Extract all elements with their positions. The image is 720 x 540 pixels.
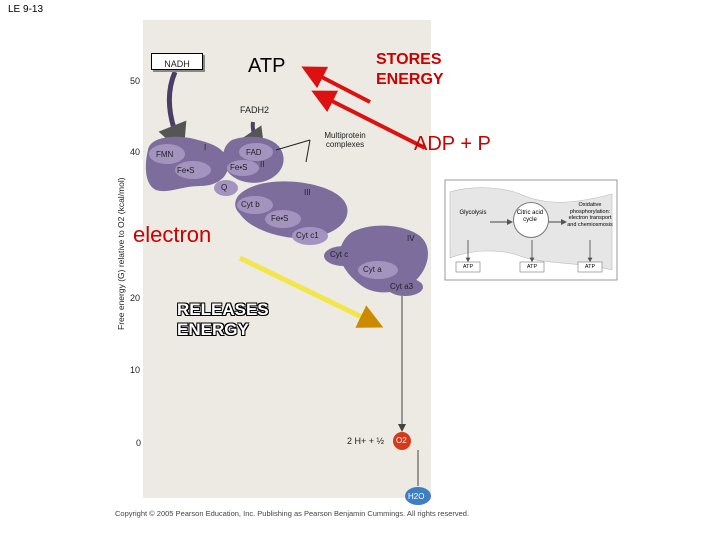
electron-annotation: electron: [133, 222, 212, 247]
complex-2-label: II: [260, 160, 265, 169]
overview-atp-2: ATP: [526, 264, 538, 270]
water-label: H2O: [408, 492, 425, 501]
atp-annotation: ATP: [248, 55, 286, 77]
nadh-box: NADH: [151, 53, 203, 70]
cyt-a3-blob: [387, 278, 423, 296]
fes-2-label: Fe•S: [230, 163, 248, 172]
fmn-label: FMN: [156, 150, 174, 159]
q-label: Q: [221, 183, 228, 192]
overview-atp-3: ATP: [584, 264, 596, 270]
complex-1-label: I: [204, 143, 207, 152]
cyt-a-label: Cyt a: [363, 265, 382, 274]
o2-label: O2: [396, 436, 407, 445]
overview-atp-box-1: [455, 261, 481, 273]
copyright-notice: Copyright © 2005 Pearson Education, Inc.…: [115, 509, 470, 518]
releases-energy-arrow: [238, 255, 384, 328]
cyt-a-blob: [358, 261, 398, 279]
fes-3-label: Fe•S: [271, 214, 289, 223]
fad-label: FAD: [246, 148, 262, 157]
fes-2-blob: [227, 160, 259, 176]
cyt-b-blob: [237, 196, 273, 214]
overview-citric-circle: [513, 202, 549, 238]
y-tick-40: 40: [130, 147, 141, 157]
overview-oxidative: Oxidative phosphorylation: electron tran…: [567, 202, 613, 228]
multiprotein-bracket: [275, 139, 311, 163]
cyt-c1-label: Cyt c1: [296, 231, 319, 240]
overview-atp-box-3: [577, 261, 603, 273]
cyt-c1-blob: [292, 227, 328, 245]
oxygen-equation: 2 H+ + ½: [347, 436, 385, 446]
y-tick-0: 0: [136, 438, 142, 448]
q-blob: [214, 180, 238, 196]
releases-energy-annotation: RELEASES ENERGY: [177, 300, 269, 339]
cyt-c-label: Cyt c: [330, 250, 349, 259]
nadh-label: NADH: [164, 59, 190, 69]
o2-circle: [393, 432, 411, 450]
water-circle: [405, 487, 431, 505]
multiprotein-label: Multiprotein complexes: [324, 131, 366, 149]
cyt-a3-label: Cyt a3: [390, 282, 414, 291]
fad-blob: [239, 143, 273, 161]
overview-citric-acid: Citric acid cycle: [516, 210, 544, 223]
energy-drop-head: [398, 424, 406, 432]
overview-atp-box-2: [519, 261, 545, 273]
fmn-blob: [149, 144, 185, 164]
adp-arrow: [311, 90, 426, 150]
fadh2-label: FADH2: [240, 105, 270, 115]
y-tick-20: 20: [130, 293, 141, 303]
stores-energy-annotation: STORES ENERGY: [376, 51, 444, 88]
complex-4-shape: [339, 225, 428, 293]
y-tick-10: 10: [130, 365, 141, 375]
adp-p-annotation: ADP + P: [414, 133, 491, 155]
cyt-b-label: Cyt b: [241, 200, 260, 209]
complex-3-shape: [235, 181, 348, 239]
overview-glycolysis: Glycolysis: [459, 210, 487, 216]
slide-label: LE 9-13: [8, 4, 44, 15]
fes-1-blob: [175, 161, 211, 179]
y-tick-50: 50: [130, 76, 141, 86]
overview-atp-1: ATP: [462, 264, 474, 270]
complex-3-label: III: [304, 188, 311, 197]
fes-1-label: Fe•S: [177, 166, 195, 175]
stores-energy-arrow: [301, 66, 371, 104]
complex-4-label: IV: [407, 234, 415, 243]
nadh-arrow: [158, 71, 187, 154]
fes-3-blob: [265, 210, 301, 228]
